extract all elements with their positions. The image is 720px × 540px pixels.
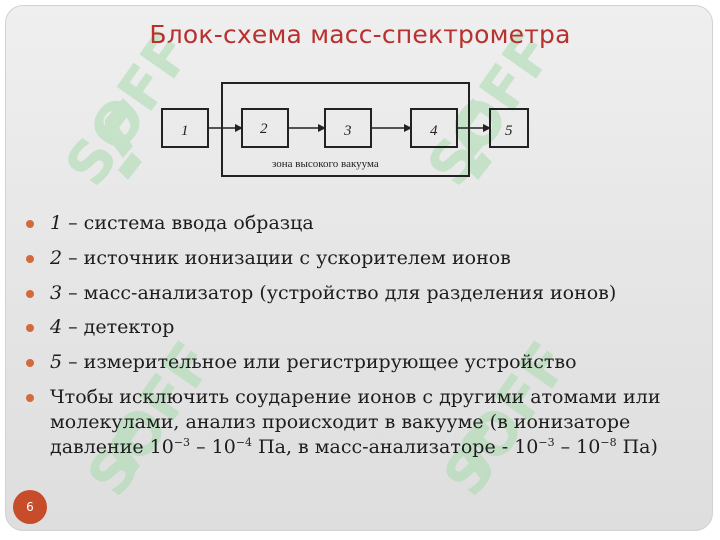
item-text: – масс-анализатор (устройство для раздел… — [62, 281, 617, 304]
slide-title: Блок-схема масс-спектрометра — [149, 20, 571, 49]
list-item: 1 – система ввода образца — [26, 211, 686, 236]
vacuum-note-part-4: – 10 — [554, 435, 601, 458]
list-item: 4 – детектор — [26, 315, 686, 340]
vacuum-note-exponent-1: −3 — [173, 435, 191, 449]
list-item: 3 – масс-анализатор (устройство для разд… — [26, 281, 686, 306]
item-number: 3 — [50, 281, 63, 304]
vacuum-note-part-1: Чтобы исключить соударение ионов с други… — [50, 385, 661, 458]
item-text: – система ввода образца — [62, 212, 314, 234]
bullet-dot — [26, 359, 34, 368]
definitions-list: 1 – система ввода образца 2 – источник и… — [26, 211, 686, 470]
item-text: – источник ионизации с ускорителем ионов — [62, 246, 511, 269]
item-number: 1 — [50, 212, 63, 234]
vacuum-zone-label: зона высокого вакуума — [272, 158, 379, 170]
block-5-label: 5 — [505, 123, 513, 139]
vacuum-note-part-3: Па, в масс-анализаторе - 10 — [252, 435, 539, 458]
item-number: 4 — [50, 316, 63, 339]
vacuum-note-part-2: – 10 — [190, 435, 236, 458]
bullet-dot — [26, 393, 34, 402]
vacuum-note-exponent-2: −4 — [235, 435, 253, 449]
block-3-label: 3 — [343, 123, 352, 139]
page-number-badge: 6 — [13, 490, 47, 524]
list-item: 2 – источник ионизации с ускорителем ион… — [26, 246, 686, 271]
vacuum-note-exponent-4: −8 — [600, 435, 617, 449]
list-item: 5 – измерительное или регистрирующее уст… — [26, 350, 686, 375]
bullet-dot — [26, 324, 34, 333]
block-2-label: 2 — [260, 121, 268, 137]
vacuum-zone-frame — [221, 82, 470, 177]
bullet-dot — [26, 254, 34, 263]
block-1-label: 1 — [181, 123, 189, 139]
vacuum-note-part-5: Па) — [616, 435, 658, 458]
item-text: – детектор — [62, 316, 175, 339]
item-text: – измерительное или регистрирующее устро… — [62, 351, 577, 374]
block-4-label: 4 — [430, 123, 438, 139]
item-number: 2 — [50, 246, 63, 269]
item-number: 5 — [50, 351, 63, 374]
bullet-dot — [26, 289, 34, 298]
bullet-dot — [26, 220, 34, 228]
list-item-vacuum-note: Чтобы исключить соударение ионов с други… — [26, 385, 686, 460]
vacuum-note-exponent-3: −3 — [538, 435, 555, 449]
block-diagram: 1 2 3 4 5 зона высокого вакуума — [161, 82, 529, 177]
